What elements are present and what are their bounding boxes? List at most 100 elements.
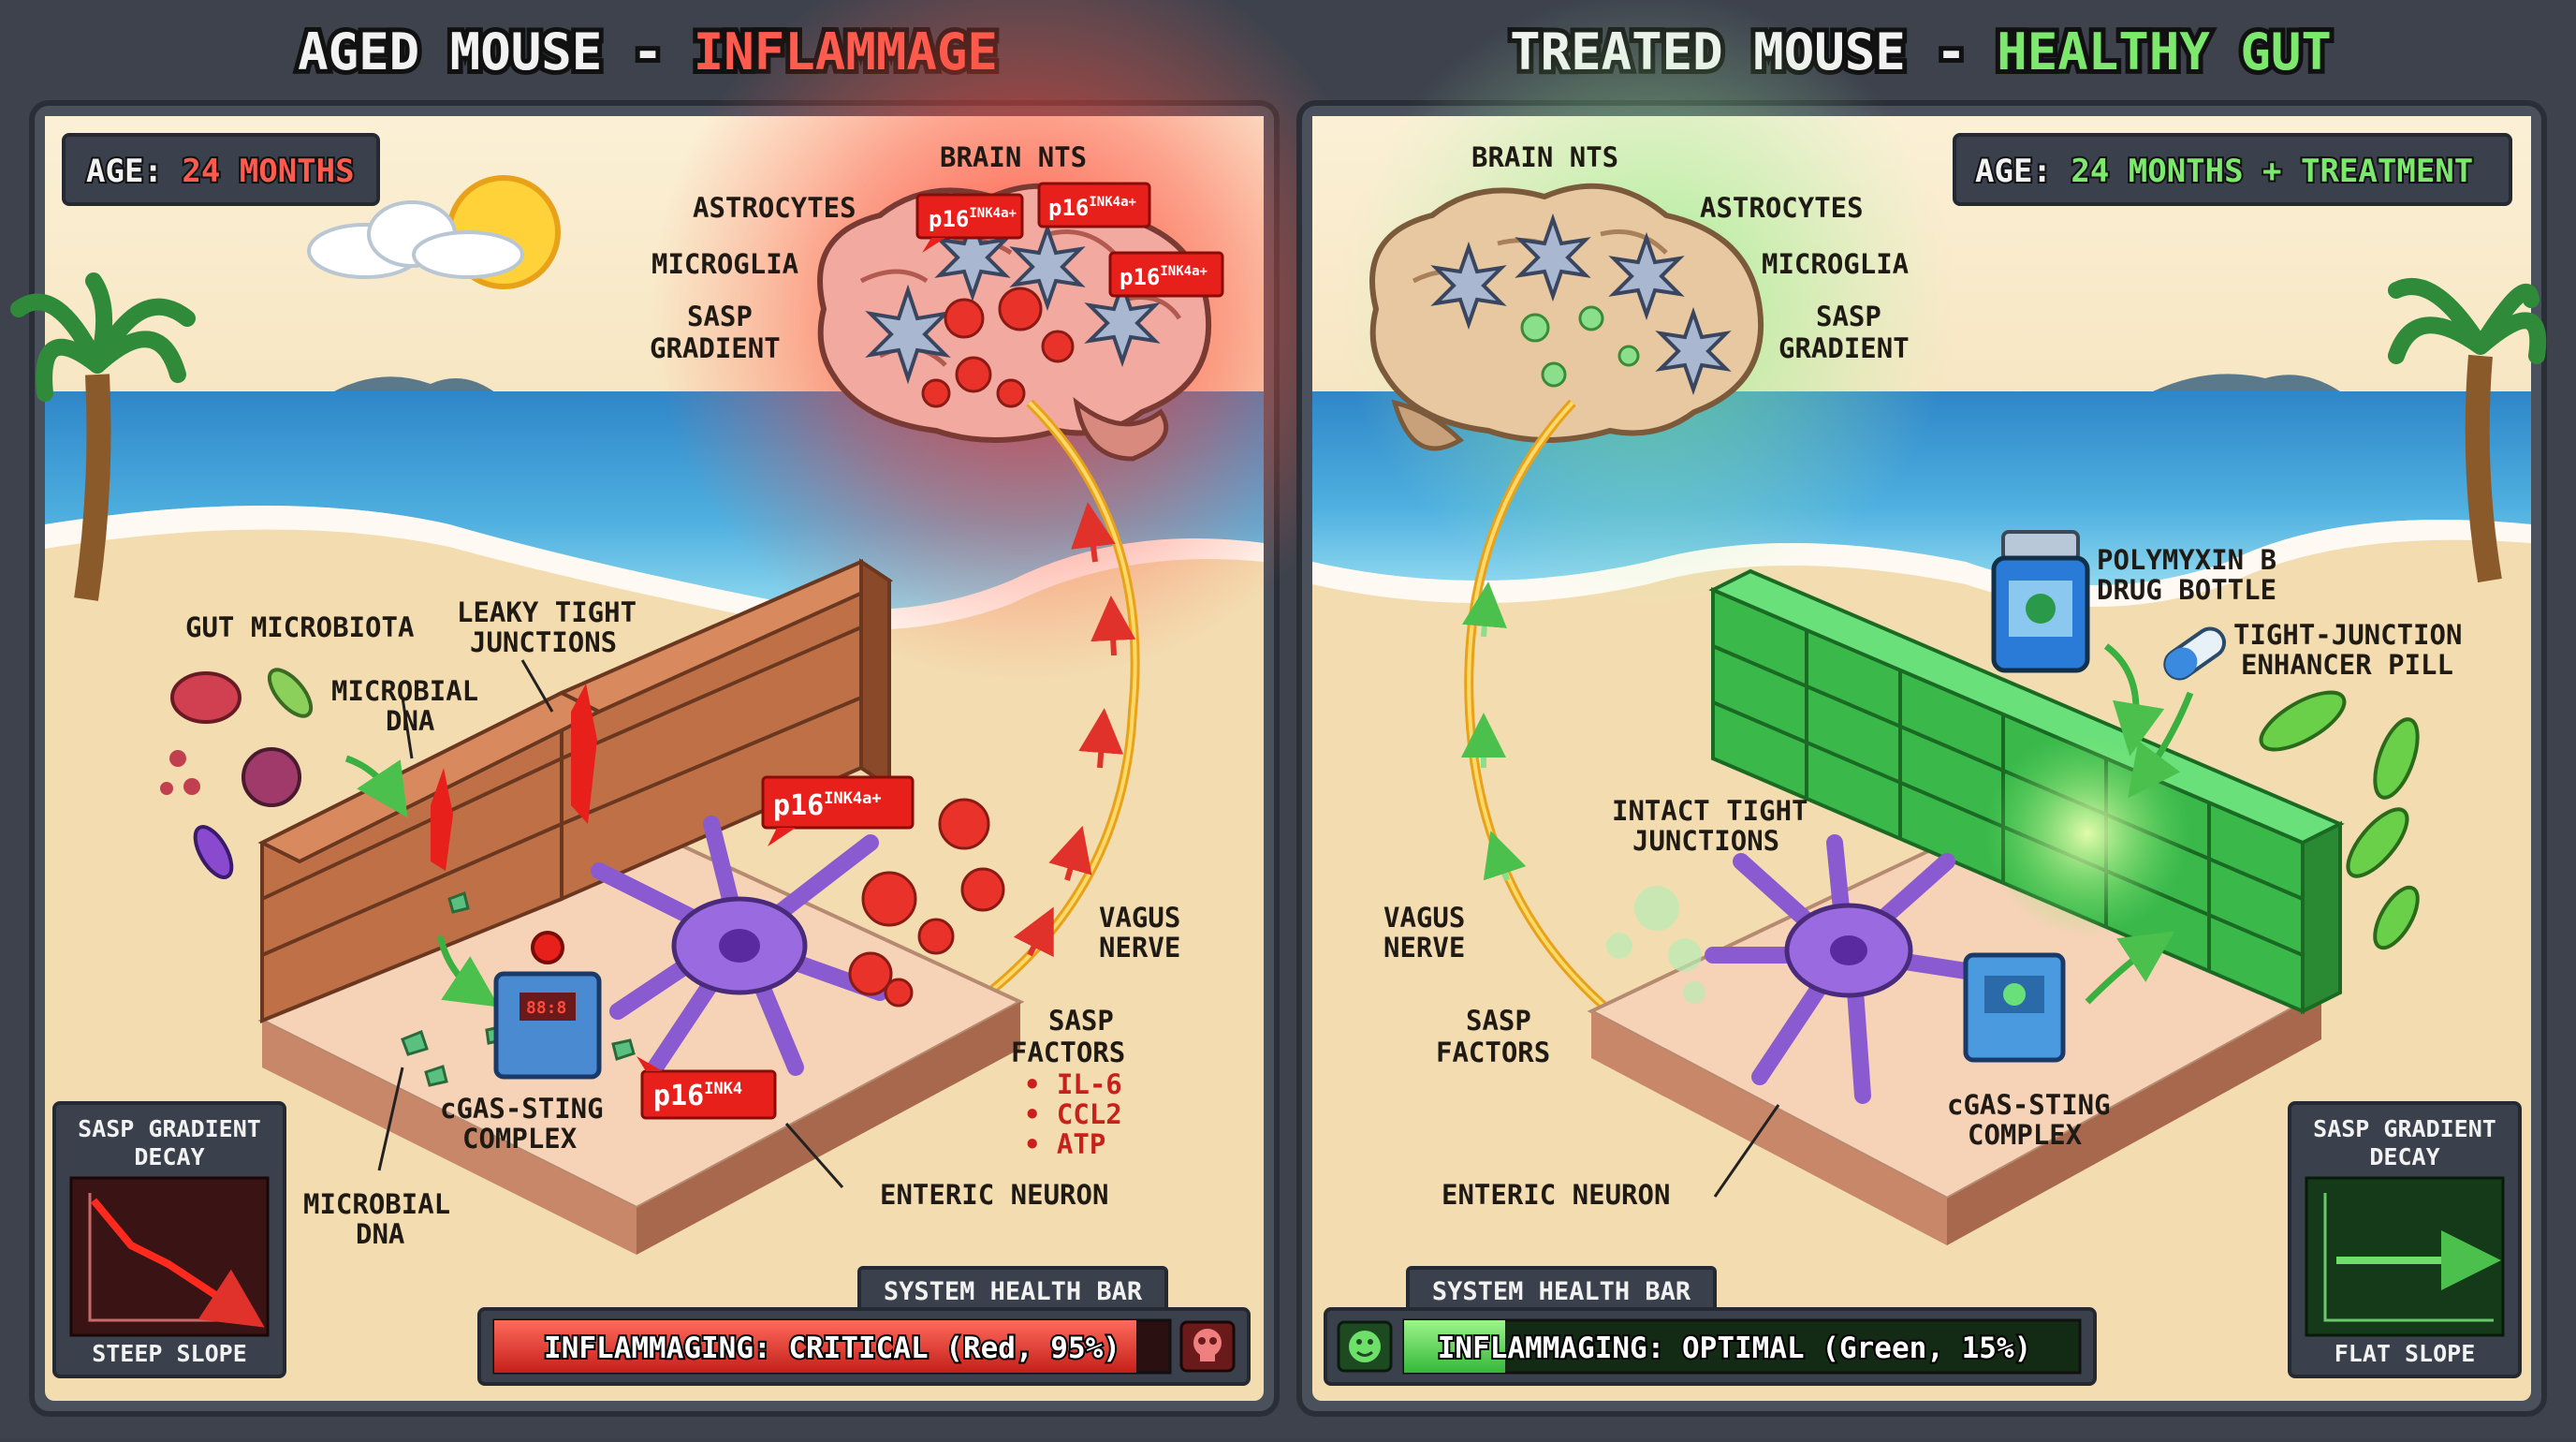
smiley-icon <box>1337 1320 1393 1373</box>
bacteria-icon <box>160 668 314 879</box>
right-decay-chart: SASP GRADIENT DECAY FLAT SLOPE <box>2288 1101 2522 1378</box>
label-sasp-factors-2: FACTORS <box>1011 1037 1125 1068</box>
svg-text:AGE: 24 MONTHS: AGE: 24 MONTHS <box>86 153 355 190</box>
skull-icon <box>1179 1320 1236 1373</box>
right-age-badge: AGE: 24 MONTHS + TREATMENT <box>1953 133 2512 206</box>
p16-tag-text: p16INK4a+ <box>1048 195 1136 221</box>
label-vagus-nerve: VAGUS <box>1383 902 1465 934</box>
enteric-neuron-icon <box>1705 834 1993 1104</box>
p16-tag: p16INK4a+ <box>1037 182 1151 228</box>
enteric-neuron-icon <box>591 816 888 1076</box>
p16-tag-text: p16INK4a+ <box>1120 264 1208 290</box>
junction-sparkle <box>1984 730 2190 936</box>
label-sasp-factors-2: FACTORS <box>1436 1037 1550 1068</box>
p16-tag: p16INK4a+ <box>1108 251 1224 298</box>
left-decay-chart: SASP GRADIENT DECAY STEEP SLOPE <box>52 1101 286 1378</box>
factor-atp: • ATP <box>1024 1128 1105 1160</box>
label-polymyxin-2: DRUG BOTTLE <box>2097 574 2276 606</box>
left-health-bar-text: INFLAMMAGING: CRITICAL (Red, 95%) <box>544 1332 1120 1365</box>
palm-tree-icon <box>2388 278 2547 583</box>
sasp-up-arrows <box>1013 502 1136 958</box>
palm-tree-icon <box>10 272 196 601</box>
label-sasp-gradient: SASP <box>1816 301 1881 332</box>
dna-flow-arrows <box>344 755 500 1008</box>
astrocyte-cells <box>865 213 1161 385</box>
label-astrocytes: ASTROCYTES <box>693 192 856 224</box>
label-microbial-dna-bottom: MICROBIAL <box>303 1188 450 1220</box>
sasp-blobs-brain <box>1520 305 1640 388</box>
leaky-brick-wall <box>257 558 894 1023</box>
label-enhancer-pill: TIGHT-JUNCTION <box>2233 619 2462 651</box>
leader-lines <box>1713 1104 1780 1198</box>
right-panel: AGE: 24 MONTHS + TREATMENT BRAIN NTS AST… <box>1296 0 2547 1417</box>
right-decay-slope: FLAT SLOPE <box>2334 1340 2476 1367</box>
p16-tag-text: p16INK4a+ <box>773 789 882 822</box>
treatment-arrows <box>2085 643 2194 1005</box>
leader-lines <box>377 659 844 1188</box>
factor-il6: • IL-6 <box>1024 1068 1122 1100</box>
sasp-blobs-gut <box>848 798 1005 1008</box>
right-health-bar-fill <box>1404 1320 1505 1373</box>
sasp-up-arrows <box>1461 581 1527 881</box>
label-leaky-junctions: LEAKY TIGHT <box>457 596 637 628</box>
label-vagus-nerve: VAGUS <box>1099 902 1180 934</box>
p16-tag: p16INK4a+ <box>915 193 1024 253</box>
label-polymyxin: POLYMYXIN B <box>2097 544 2276 576</box>
label-sasp-factors: SASP <box>1466 1005 1531 1037</box>
right-health-bar: SYSTEM HEALTH BAR INFLAMMAGING: OPTIMAL … <box>1324 1266 2097 1386</box>
label-microbial-dna: MICROBIAL <box>331 675 478 707</box>
cloud-icon <box>307 200 524 279</box>
bacteria-icon <box>2259 690 2420 950</box>
left-health-bar: SYSTEM HEALTH BAR INFLAMMAGING: CRITICAL… <box>477 1266 1251 1386</box>
label-enteric-neuron: ENTERIC NEURON <box>880 1179 1108 1211</box>
island-icon <box>2153 374 2340 391</box>
svg-text:88:8: 88:8 <box>526 998 566 1018</box>
label-microbial-dna-bottom-2: DNA <box>356 1218 404 1250</box>
label-brain-nts: BRAIN NTS <box>1471 141 1618 173</box>
label-sasp-gradient-2: GRADIENT <box>650 332 781 364</box>
enhancer-pill-icon <box>2163 626 2227 681</box>
label-astrocytes: ASTROCYTES <box>1700 192 1864 224</box>
polymyxin-bottle-icon <box>1991 530 2090 673</box>
astrocyte-cells <box>1430 213 1732 396</box>
label-cgas-sting: cGAS-STING <box>1947 1089 2111 1121</box>
label-vagus-nerve-2: NERVE <box>1099 932 1180 964</box>
label-vagus-nerve-2: NERVE <box>1383 932 1465 964</box>
label-cgas-sting-2: COMPLEX <box>462 1123 578 1155</box>
left-panel: p16INK4a+ p16INK4a+ p16INK4a+ <box>10 0 1399 1417</box>
left-decay-title-2: DECAY <box>134 1143 204 1170</box>
label-cgas-sting-2: COMPLEX <box>1968 1119 2083 1151</box>
right-decay-title: SASP GRADIENT <box>2313 1115 2496 1142</box>
label-intact-junctions: INTACT TIGHT <box>1612 795 1808 827</box>
label-sasp-gradient-2: GRADIENT <box>1778 332 1910 364</box>
label-microbial-dna-2: DNA <box>386 705 434 737</box>
alarm-light-icon <box>531 931 564 964</box>
sasp-blobs-brain <box>921 287 1075 408</box>
label-microglia: MICROGLIA <box>651 248 798 280</box>
svg-text:AGE: 24 MONTHS + TREATMENT: AGE: 24 MONTHS + TREATMENT <box>1975 153 2473 190</box>
leak-cracks <box>431 684 597 871</box>
cgas-sting-device: 88:8 <box>493 931 602 1080</box>
p16-tag-text: p16INK4 <box>653 1080 742 1112</box>
label-microglia: MICROGLIA <box>1762 248 1909 280</box>
label-cgas-sting: cGAS-STING <box>440 1093 604 1125</box>
label-enhancer-pill-2: ENHANCER PILL <box>2241 649 2453 681</box>
cgas-sting-device <box>1963 952 2066 1063</box>
label-enteric-neuron: ENTERIC NEURON <box>1442 1179 1670 1211</box>
label-sasp-factors: SASP <box>1048 1005 1114 1037</box>
right-health-bar-title: SYSTEM HEALTH BAR <box>1432 1277 1691 1306</box>
label-intact-junctions-2: JUNCTIONS <box>1632 825 1779 857</box>
right-health-bar-text: INFLAMMAGING: OPTIMAL (Green, 15%) <box>1438 1332 2032 1365</box>
label-sasp-gradient: SASP <box>687 301 753 332</box>
label-brain-nts: BRAIN NTS <box>940 141 1087 173</box>
right-decay-title-2: DECAY <box>2369 1143 2439 1170</box>
sasp-clouds-green <box>1606 886 1705 1004</box>
steep-slope-arrow-icon <box>90 1198 265 1328</box>
left-decay-title: SASP GRADIENT <box>78 1115 261 1142</box>
left-health-bar-fill <box>494 1320 1136 1373</box>
p16-tag: p16INK4a+ <box>761 775 915 846</box>
factor-ccl2: • CCL2 <box>1024 1098 1122 1130</box>
label-leaky-junctions-2: JUNCTIONS <box>470 626 617 658</box>
